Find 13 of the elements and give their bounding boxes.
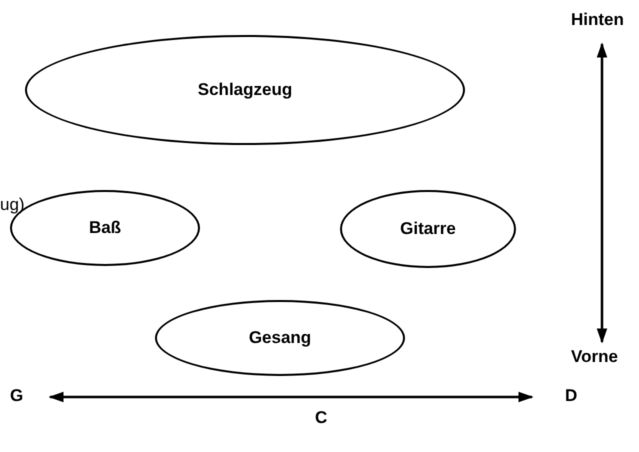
direction-label: Vorne [571, 347, 618, 367]
direction-label: C [315, 408, 328, 428]
direction-label: G [10, 386, 24, 406]
direction-label: Hinten [571, 10, 624, 30]
area-label: Baß [88, 218, 122, 238]
direction-label: D [565, 386, 578, 406]
stage-area-ellipse [155, 300, 405, 376]
stage-area-ellipse [25, 35, 465, 145]
area-label: Gitarre [400, 219, 456, 239]
area-label: Gesang [248, 328, 312, 348]
stage-area-ellipse [340, 190, 516, 268]
area-label: Schlagzeug [198, 80, 292, 100]
cut-off-text: ug) [0, 195, 25, 215]
